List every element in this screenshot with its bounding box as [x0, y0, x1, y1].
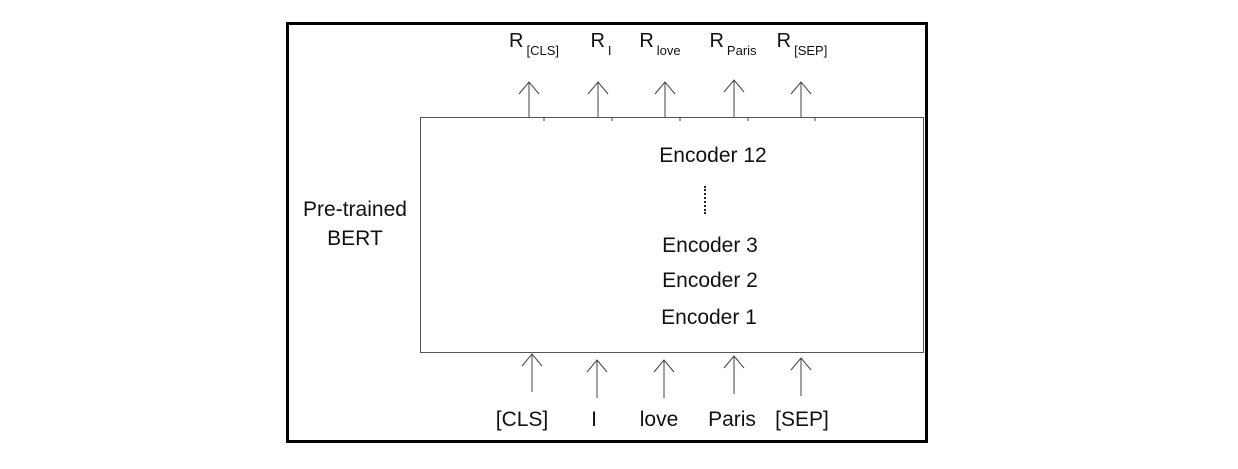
input-token-sep: [SEP] [775, 408, 829, 431]
input-arrow-icon [586, 359, 608, 398]
output-rep-sep: R[SEP] [776, 30, 828, 58]
pretrained-bert-label: Pre-trained BERT [294, 195, 416, 253]
output-rep-sub: [SEP] [794, 43, 828, 58]
input-token-paris: Paris [708, 408, 756, 431]
side-label-line-2: BERT [327, 227, 383, 250]
input-token-i: I [591, 408, 597, 431]
encoder-2-label: Encoder 2 [662, 269, 758, 292]
input-arrow-icon [653, 359, 675, 398]
ellipsis-dots [704, 186, 708, 214]
side-label-line-1: Pre-trained [303, 198, 407, 221]
output-rep-base: R [590, 30, 605, 52]
output-arrow-icon [654, 81, 676, 117]
input-token-love: love [639, 408, 679, 431]
encoder-1-label: Encoder 1 [661, 306, 757, 329]
output-arrow-icon [790, 81, 812, 117]
input-arrow-icon [790, 357, 812, 396]
bert-encoder-stack [420, 117, 924, 353]
output-rep-base: R [639, 30, 654, 52]
top-border-ticks [543, 117, 816, 121]
diagram-frame [286, 22, 928, 443]
input-arrow-icon [723, 355, 745, 394]
output-rep-sub: I [607, 43, 612, 58]
output-arrow-icon [518, 81, 540, 117]
output-arrow-icon [587, 81, 609, 117]
encoder-12-label: Encoder 12 [659, 144, 767, 167]
output-rep-sub: love [656, 43, 681, 58]
output-rep-sub: [CLS] [526, 43, 559, 58]
output-rep-base: R [709, 30, 724, 52]
output-rep-base: R [776, 30, 792, 52]
input-arrow-icon [521, 353, 543, 392]
output-rep-sub: Paris [726, 43, 757, 58]
output-rep-cls: R[CLS] [509, 30, 559, 58]
output-arrow-icon [723, 79, 745, 117]
encoder-3-label: Encoder 3 [662, 234, 758, 257]
input-token-cls: [CLS] [495, 408, 549, 431]
output-rep-base: R [509, 30, 524, 52]
